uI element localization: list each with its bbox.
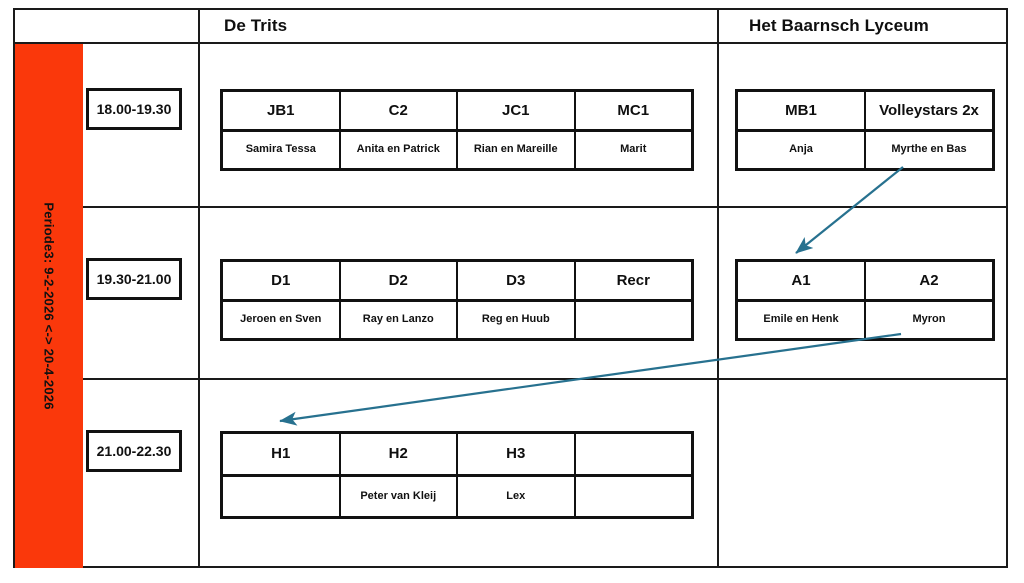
team-cell[interactable]: Recr [616,271,650,289]
team-cell[interactable]: A2 [919,271,939,289]
row-divider-2 [15,378,1006,380]
team-row: H1 H2 H3 [223,434,691,477]
trainer-cell[interactable]: Myrthe en Bas [891,143,967,156]
schedule-table: De Trits Het Baarnsch Lyceum Periode3: 9… [13,8,1008,568]
timeslot-box-2: 19.30-21.00 [86,258,182,300]
group-block-de-trits-slot3: H1 H2 H3 Peter van Kleij Lex [220,431,694,519]
trainer-cell[interactable]: Anja [738,131,866,168]
trainer-cell[interactable]: Rian en Mareille [458,131,576,168]
header-corner-cell [15,10,198,42]
team-cell[interactable]: C2 [341,92,458,129]
trainer-cell[interactable]: Anita en Patrick [341,131,458,168]
trainer-cell[interactable] [576,477,692,517]
trainer-cell[interactable]: Marit [620,143,647,156]
timeslot-box-1: 18.00-19.30 [86,88,182,130]
team-cell[interactable]: JB1 [223,92,341,129]
team-cell[interactable]: H2 [341,434,458,474]
team-row: JB1 C2 JC1 MC1 [223,92,691,132]
trainer-cell[interactable]: Ray en Lanzo [341,301,458,338]
timeslot-box-3: 21.00-22.30 [86,430,182,472]
team-cell[interactable]: H3 [458,434,576,474]
team-cell[interactable]: D1 [223,262,341,299]
header-location-de-trits: De Trits [198,10,717,42]
trainer-cell[interactable]: Emile en Henk [738,301,866,338]
group-block-de-trits-slot1: JB1 C2 JC1 MC1 Samira Tessa Anita en Pat… [220,89,694,171]
period-sidebar: Periode3: 9-2-2026 <-> 20-4-2026 [15,44,83,568]
trainer-cell[interactable]: Myron [912,313,946,326]
group-block-de-trits-slot2: D1 D2 D3 Recr Jeroen en Sven Ray en Lanz… [220,259,694,341]
trainer-cell[interactable] [223,476,341,516]
trainer-row: Jeroen en Sven Ray en Lanzo Reg en Huub [223,301,692,339]
trainer-cell[interactable]: Reg en Huub [458,301,576,338]
team-cell[interactable]: MB1 [738,92,866,129]
trainer-cell[interactable] [576,302,692,339]
team-cell[interactable]: JC1 [458,92,576,129]
team-row: D1 D2 D3 Recr [223,262,691,302]
trainer-cell[interactable]: Lex [458,476,576,516]
team-cell[interactable] [576,434,692,474]
team-cell[interactable]: MC1 [617,101,650,119]
team-cell[interactable]: D3 [458,262,576,299]
row-divider-1 [15,206,1006,208]
column-divider-time [198,44,200,568]
trainer-cell[interactable]: Samira Tessa [223,131,341,168]
trainer-row: Samira Tessa Anita en Patrick Rian en Ma… [223,131,691,168]
team-cell[interactable]: A1 [738,262,866,299]
team-cell[interactable]: H1 [223,434,341,474]
team-row: MB1 Volleystars 2x [738,92,992,132]
trainer-cell[interactable]: Peter van Kleij [341,476,458,516]
trainer-cell[interactable]: Jeroen en Sven [223,301,341,338]
header-location-het-baarnsch-lyceum: Het Baarnsch Lyceum [717,10,1006,42]
trainer-row: Peter van Kleij Lex [223,476,692,517]
team-cell[interactable]: D2 [341,262,458,299]
group-block-hbl-slot2: A1 A2 Emile en Henk Myron [735,259,995,341]
column-divider-locations [717,44,719,568]
trainer-row: Emile en Henk Myron [738,301,992,338]
table-header-row: De Trits Het Baarnsch Lyceum [15,10,1006,44]
period-label: Periode3: 9-2-2026 <-> 20-4-2026 [41,202,57,410]
team-row: A1 A2 [738,262,992,302]
group-block-hbl-slot1: MB1 Volleystars 2x Anja Myrthe en Bas [735,89,995,171]
team-cell[interactable]: Volleystars 2x [879,101,979,119]
trainer-row: Anja Myrthe en Bas [738,131,992,168]
